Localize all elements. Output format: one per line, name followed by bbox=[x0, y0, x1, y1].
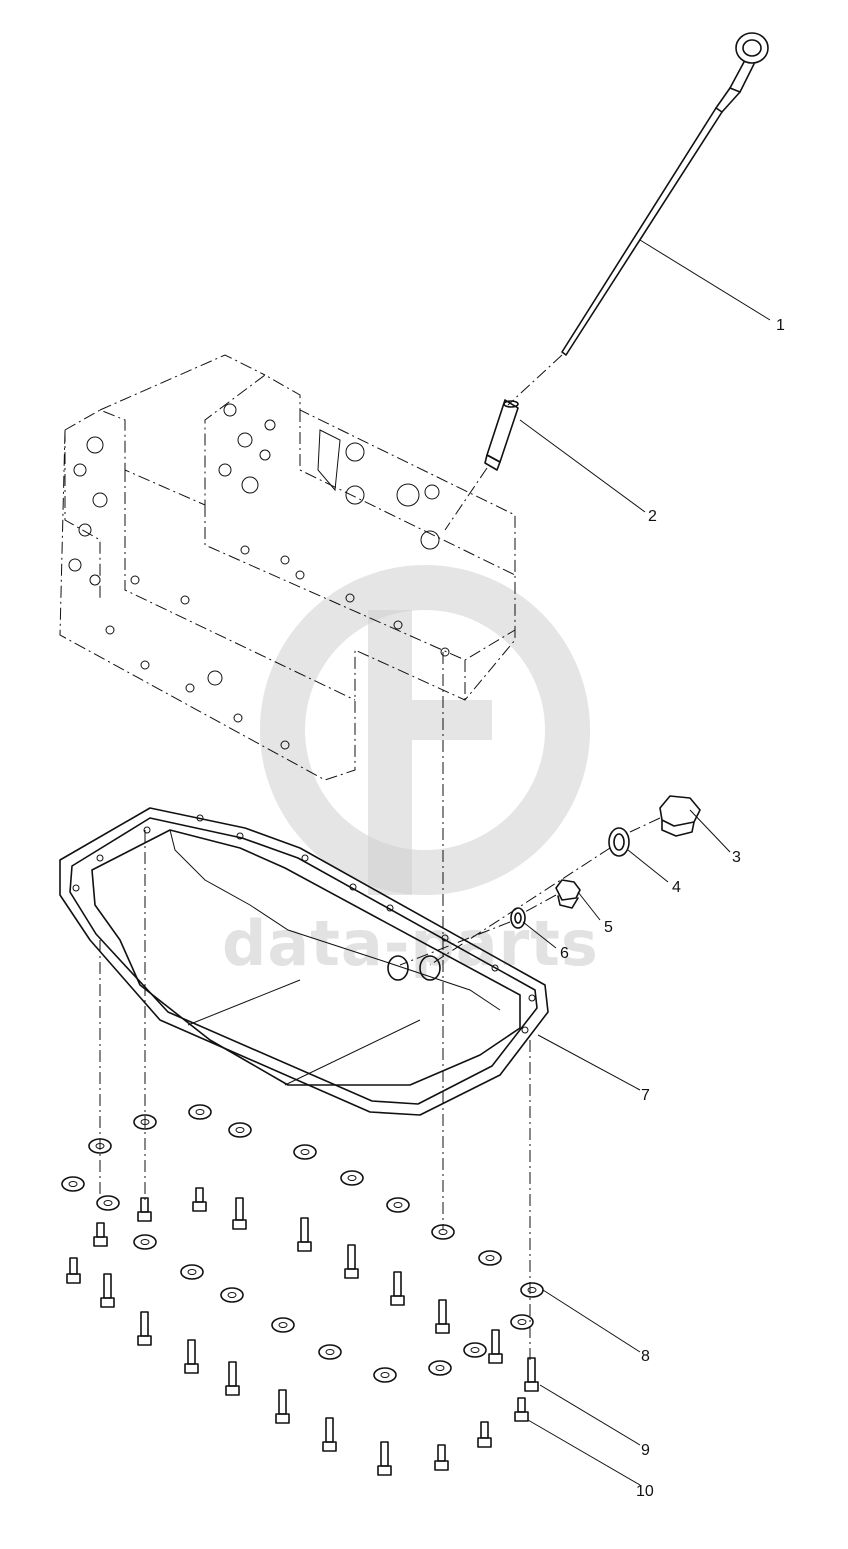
callout-2: 2 bbox=[648, 508, 657, 525]
callout-9: 9 bbox=[641, 1442, 650, 1459]
washer bbox=[428, 1360, 452, 1376]
bolt bbox=[232, 1197, 247, 1230]
watermark-logo bbox=[259, 565, 591, 896]
sealing-washer-small bbox=[510, 907, 526, 929]
washer bbox=[293, 1144, 317, 1160]
bolt bbox=[66, 1257, 81, 1284]
bolt bbox=[435, 1299, 450, 1334]
dipstick-tube bbox=[484, 399, 519, 471]
callout-8: 8 bbox=[641, 1348, 650, 1365]
bolt bbox=[322, 1417, 337, 1452]
bolt bbox=[488, 1329, 503, 1364]
callout-5: 5 bbox=[604, 919, 613, 936]
washer bbox=[510, 1314, 534, 1330]
bolt bbox=[137, 1197, 152, 1222]
washer bbox=[220, 1287, 244, 1303]
washer bbox=[463, 1342, 487, 1358]
bolt bbox=[100, 1273, 115, 1308]
washer bbox=[386, 1197, 410, 1213]
oil-pan bbox=[59, 807, 549, 1116]
washers bbox=[61, 1104, 544, 1383]
bolt bbox=[344, 1244, 359, 1279]
callout-7: 7 bbox=[641, 1087, 650, 1104]
bolt bbox=[297, 1217, 312, 1252]
washer bbox=[520, 1282, 544, 1298]
washer bbox=[88, 1138, 112, 1154]
washer bbox=[271, 1317, 295, 1333]
bolt bbox=[275, 1389, 290, 1424]
bolt bbox=[434, 1444, 449, 1471]
callout-labels: 1 2 3 4 5 6 7 8 9 10 bbox=[560, 317, 785, 1500]
engine-block bbox=[59, 354, 516, 781]
washer bbox=[133, 1234, 157, 1250]
washer bbox=[431, 1224, 455, 1240]
bolt bbox=[184, 1339, 199, 1374]
drain-plug-large bbox=[659, 795, 701, 837]
bolt bbox=[93, 1222, 108, 1247]
washer bbox=[133, 1114, 157, 1130]
watermark-text: data-parts bbox=[222, 907, 599, 980]
callout-4: 4 bbox=[672, 879, 681, 896]
callout-10: 10 bbox=[636, 1483, 654, 1500]
leader-lines bbox=[519, 239, 771, 1486]
washer bbox=[318, 1344, 342, 1360]
bolt bbox=[524, 1357, 539, 1392]
washer bbox=[340, 1170, 364, 1186]
washer bbox=[180, 1264, 204, 1280]
washer bbox=[96, 1195, 120, 1211]
callout-1: 1 bbox=[776, 317, 785, 334]
bolt bbox=[137, 1311, 152, 1346]
bolt bbox=[192, 1187, 207, 1212]
bolt bbox=[225, 1361, 240, 1396]
washer bbox=[61, 1176, 85, 1192]
bolt bbox=[514, 1397, 529, 1422]
bolt bbox=[477, 1421, 492, 1448]
callout-6: 6 bbox=[560, 945, 569, 962]
bolt bbox=[377, 1441, 392, 1476]
bolts bbox=[66, 1187, 539, 1476]
bolt bbox=[390, 1271, 405, 1306]
washer bbox=[188, 1104, 212, 1120]
drain-plug-small bbox=[555, 879, 581, 909]
dipstick bbox=[561, 32, 769, 356]
sealing-washer-large bbox=[608, 827, 630, 857]
callout-3: 3 bbox=[732, 849, 741, 866]
washer bbox=[228, 1122, 252, 1138]
washer bbox=[478, 1250, 502, 1266]
washer bbox=[373, 1367, 397, 1383]
